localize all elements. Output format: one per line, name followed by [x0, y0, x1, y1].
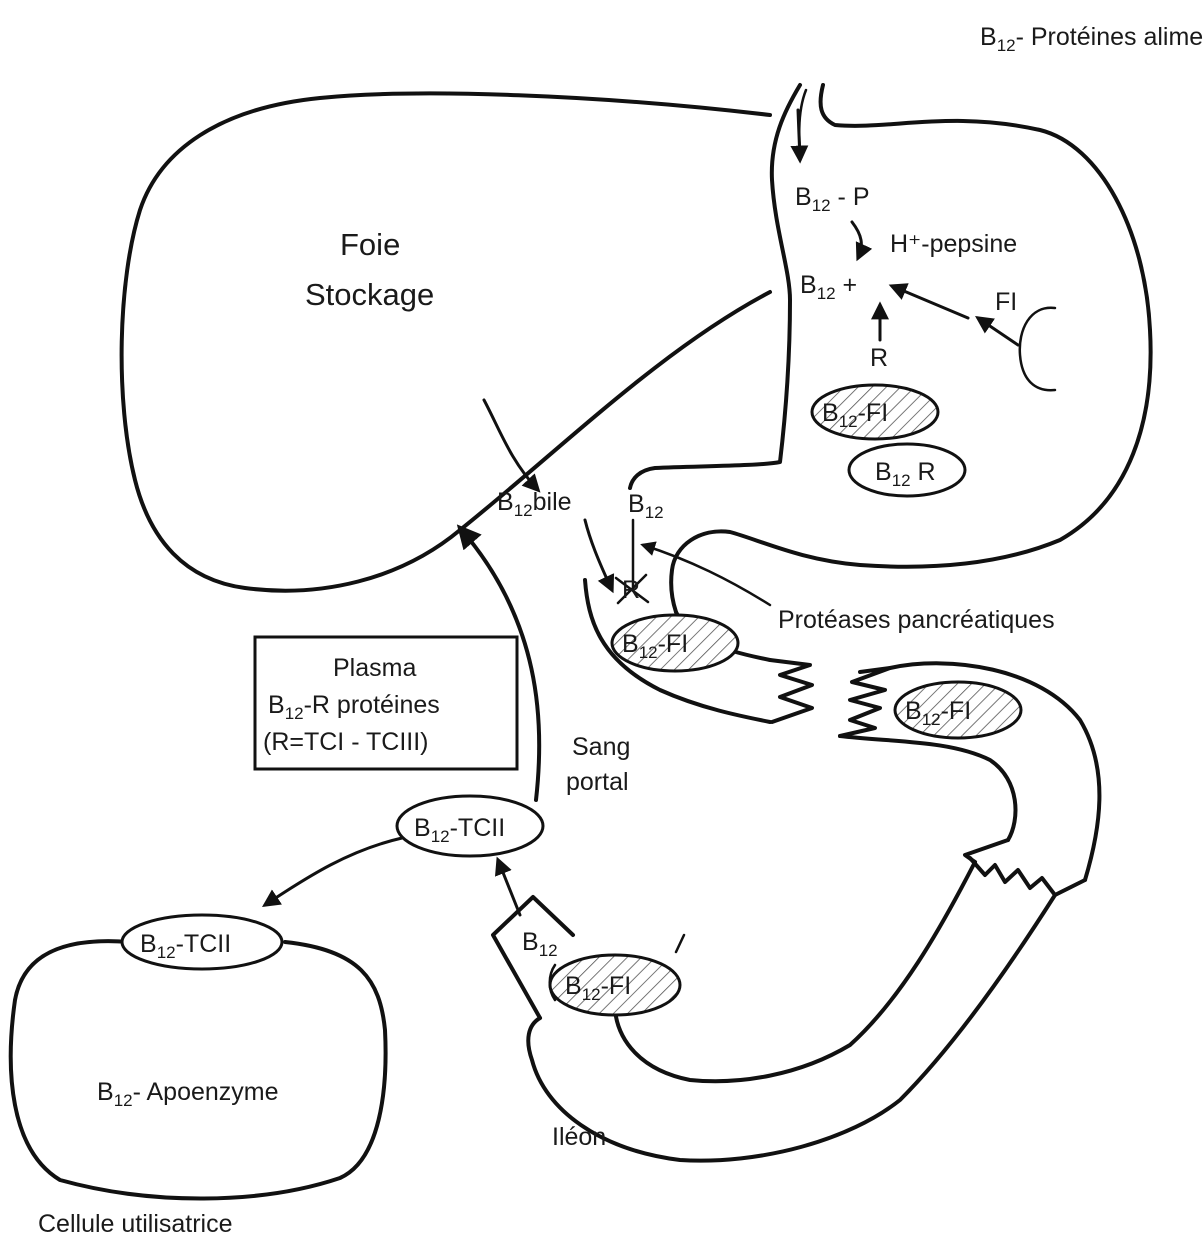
label-b12-duodenum: B12	[628, 490, 664, 522]
label-foie: Foie	[340, 227, 400, 262]
label-b12-tc2-cell: B12-TCII	[140, 930, 231, 962]
arrow-bile	[484, 400, 538, 490]
stomach-outline-right	[671, 85, 1150, 612]
arrow-bile-to-r	[585, 520, 612, 590]
label-cellule-utilisatrice: Cellule utilisatrice	[38, 1210, 233, 1238]
user-cell-outline	[11, 941, 386, 1198]
stomach-outline-left	[630, 85, 800, 488]
label-fi: FI	[995, 288, 1017, 316]
ileum-outer	[528, 895, 1055, 1161]
label-ileon: Iléon	[552, 1123, 606, 1151]
label-b12-bile: B12bile	[497, 488, 572, 520]
label-b12-apoenzyme: B12- Apoenzyme	[97, 1078, 279, 1110]
arrow-fi-from-cell	[978, 318, 1018, 345]
label-sang: Sang	[572, 733, 630, 761]
label-stockage: Stockage	[305, 277, 434, 312]
arrow-b12p-to-b12	[852, 222, 861, 258]
cut-edge-4	[965, 840, 1008, 862]
label-b12-tc2-blood: B12-TCII	[414, 814, 505, 846]
arrow-blood-to-cell	[265, 838, 402, 905]
label-b12-free: B12 +	[800, 271, 857, 303]
label-b12-ileum: B12	[522, 928, 558, 960]
arrow-fi-to-b12	[892, 286, 968, 318]
label-b12-proteines-alimentaires: B12- Protéines alimentaires	[980, 23, 1204, 55]
label-proteases-pancreatiques: Protéases pancréatiques	[778, 606, 1055, 634]
label-portal: portal	[566, 768, 629, 796]
cut-edge-1	[770, 660, 812, 722]
label-h-pepsine: H⁺-pepsine	[890, 230, 1017, 258]
cut-edge-3	[970, 858, 1085, 895]
label-plasma: Plasma	[333, 654, 416, 682]
label-r-cleaved: R	[622, 576, 640, 604]
intrinsic-factor-cell	[1020, 308, 1055, 390]
arrow-food-down	[798, 110, 800, 160]
arrow-proteases	[643, 545, 770, 605]
label-r: R	[870, 344, 888, 372]
jejunum-inner	[840, 736, 1015, 840]
arrow-ileum-to-blood	[498, 860, 520, 915]
ileum-wall-mark	[676, 935, 684, 952]
liver-outline	[122, 93, 770, 590]
label-r-tci-tciii: (R=TCI - TCIII)	[263, 728, 429, 756]
cut-edge-2	[840, 668, 890, 736]
label-b12-p: B12 - P	[795, 183, 870, 215]
